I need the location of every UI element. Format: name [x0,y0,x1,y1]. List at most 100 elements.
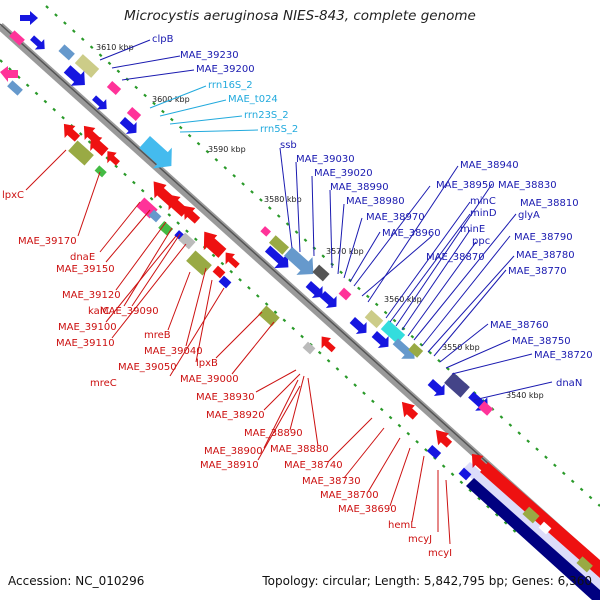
gene-label: MAE_39200 [196,64,255,75]
gene-feature [522,506,540,524]
gene-feature [576,556,593,573]
gene-label: MAE_39110 [56,338,115,349]
gene-feature [408,343,424,358]
tick-label: 3570 kbp [326,247,364,256]
gene-label: MAE_38760 [490,320,549,331]
gene-feature [106,81,122,95]
gene-feature [94,165,107,178]
gene-label: MAE_38890 [244,428,303,439]
gene-feature [264,245,289,269]
gene-feature [380,320,406,344]
gene-feature [268,235,290,255]
gene-label: mcyI [428,548,452,559]
gene-label: hemL [388,520,416,531]
gene-label: MAE_38720 [534,350,593,361]
gene-label: kaiC [88,306,110,317]
gene-label: MAE_38920 [206,410,265,421]
gene-feature [0,66,18,82]
gene-feature [92,95,107,110]
forward-strand-features [9,11,494,416]
gene-feature [148,209,162,223]
gene-feature [371,331,389,348]
gene-label: MAE_38730 [302,476,361,487]
gene-label: dnaN [556,378,582,389]
gene-label: MAE_38740 [284,460,343,471]
gene-feature [349,317,367,334]
gene-label: MAE_t024 [228,94,278,105]
gene-feature [119,117,137,134]
tick-label: 3610 kbp [96,43,134,52]
gene-feature [435,429,453,448]
gene-feature [7,80,23,96]
gene-feature [338,287,352,301]
gene-feature [90,135,109,157]
labels-top: clpB MAE_39230 MAE_39200 rrn16S_2 MAE_t0… [152,34,593,389]
accession-text: Accession: NC_010296 [8,574,145,588]
gene-feature [63,123,81,142]
gene-label: minD [470,208,497,219]
gene-feature [427,379,445,396]
gene-feature [305,281,323,298]
gene-feature [168,194,189,217]
genome-summary-text: Topology: circular; Length: 5,842,795 bp… [262,574,592,588]
leader-lines-bottom [25,149,451,545]
gene-feature [260,226,271,237]
gene-feature [212,265,226,279]
leader-lines-rna [149,85,259,133]
gene-feature [258,305,280,327]
gene-feature [107,151,120,166]
gene-label: MAE_38690 [338,504,397,515]
gene-feature [126,107,142,121]
gene-label: MAE_39020 [314,168,373,179]
gene-label: minC [470,196,496,207]
gene-feature [392,338,415,359]
gene-label: dnaE [70,252,95,263]
gene-feature [480,462,600,578]
gene-label: rrn5S_2 [260,124,298,135]
gene-label: rrn16S_2 [208,80,253,91]
gene-label: MAE_38930 [196,392,255,403]
gene-label: glyA [518,210,540,221]
gene-label: mcyJ [408,534,432,545]
gene-feature [458,467,472,481]
gene-label: ppc [472,236,490,247]
gene-feature [218,275,232,289]
gene-feature [321,336,336,353]
tick-tracks [0,5,600,537]
gene-label: mreB [144,330,171,341]
gene-feature [178,232,196,250]
gene-label: clpB [152,34,174,45]
gene-label: MAE_38830 [498,180,557,191]
gene-label: MAE_38790 [514,232,573,243]
labels-bottom: lpxC MAE_39170 dnaE MAE_39150 MAE_39120 … [2,190,452,559]
gene-label: MAE_38990 [330,182,389,193]
gene-label: MAE_38960 [382,228,441,239]
gene-label: MAE_38950 [436,180,495,191]
gene-feature [401,401,419,420]
gene-feature [68,140,94,166]
gene-feature [30,35,45,50]
leader-lines-top [99,39,553,401]
gene-feature [203,231,227,258]
gene-label: lpxC [2,190,24,201]
reverse-strand-features [0,66,600,600]
gene-feature [478,401,494,416]
gene-label: lpxB [196,358,218,369]
gene-label: MAE_38870 [426,252,485,263]
gene-feature [9,30,25,46]
tick-label: 3560 kbp [384,295,422,304]
gene-feature [364,309,384,329]
gene-feature [284,246,314,275]
gene-feature [186,250,212,276]
gene-label: MAE_39090 [100,306,159,317]
tick-label: 3550 kbp [442,343,480,352]
gene-label: rrn23S_2 [244,110,289,121]
gene-label: MAE_38980 [346,196,405,207]
gene-label: MAE_38700 [320,490,379,501]
gene-label: mreC [90,378,117,389]
gene-feature [20,11,38,25]
gene-label: MAE_39230 [180,50,239,61]
tick-label: 3590 kbp [208,145,246,154]
gene-label: MAE_39100 [58,322,117,333]
